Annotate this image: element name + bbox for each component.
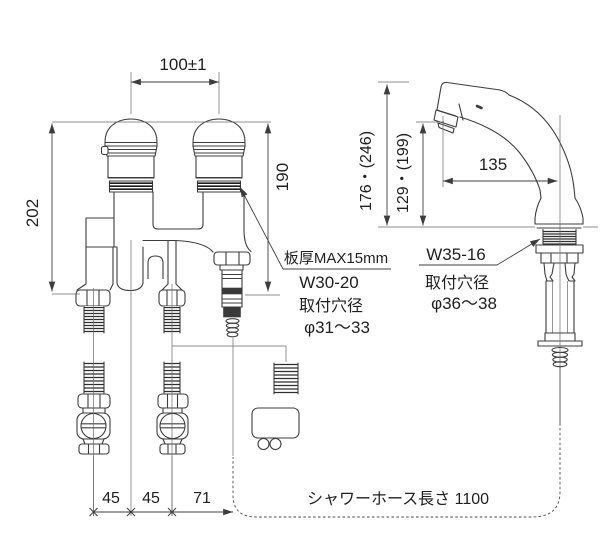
pullout-spout-side-view (232, 81, 584, 518)
dim-pitch-b: 45 (142, 490, 160, 507)
two-handle-faucet-front-view (75, 118, 300, 516)
mount-clip-right (564, 262, 576, 282)
label-hole-right: φ36〜38 (431, 294, 497, 313)
dim-spout-reach: 135 (479, 155, 507, 174)
dim-pitch-a: 45 (102, 490, 120, 507)
mount-clip-left (543, 262, 555, 282)
handle-index-tab (100, 145, 109, 156)
dimension-text: 100±1 202 190 176・(246) 129・(199) 135 45… (23, 55, 507, 507)
dim-height-right: 190 (273, 163, 292, 191)
adapter-spring (225, 318, 240, 338)
label-thread-left: W30-20 (299, 273, 359, 292)
spray-button (475, 104, 483, 110)
dim-outlet-height: 129・(199) (395, 133, 412, 213)
supply-left (75, 289, 111, 455)
label-hose-length: シャワーホース長さ 1100 (307, 490, 489, 508)
drop-tube (167, 239, 177, 284)
label-hole-title-right: 取付穴径 (425, 274, 489, 292)
u-pipe (147, 255, 164, 279)
mount-thread (543, 230, 576, 245)
hose-adapter (213, 251, 251, 338)
label-hole-left: φ31〜33 (304, 318, 370, 337)
label-text: 板厚MAX15mm W30-20 取付穴径 φ31〜33 W35-16 取付穴径… (284, 245, 497, 508)
dimension-annotations (48, 72, 598, 517)
handle-left (100, 118, 158, 193)
hose-elbow-outlet (251, 362, 300, 451)
dim-height-left: 202 (23, 199, 42, 227)
handle-right (192, 118, 246, 193)
label-hole-title-left: 取付穴径 (299, 297, 363, 315)
label-deck-thickness: 板厚MAX15mm (284, 249, 388, 267)
dim-handle-pitch: 100±1 (159, 55, 206, 74)
dim-pitch-c: 71 (193, 490, 211, 507)
label-thread-right: W35-16 (426, 245, 486, 264)
aerator (433, 109, 459, 128)
check-valve-center (156, 393, 189, 455)
supply-center (156, 289, 189, 455)
dim-spout-height: 176・(246) (358, 131, 375, 211)
shower-hose (232, 423, 561, 518)
